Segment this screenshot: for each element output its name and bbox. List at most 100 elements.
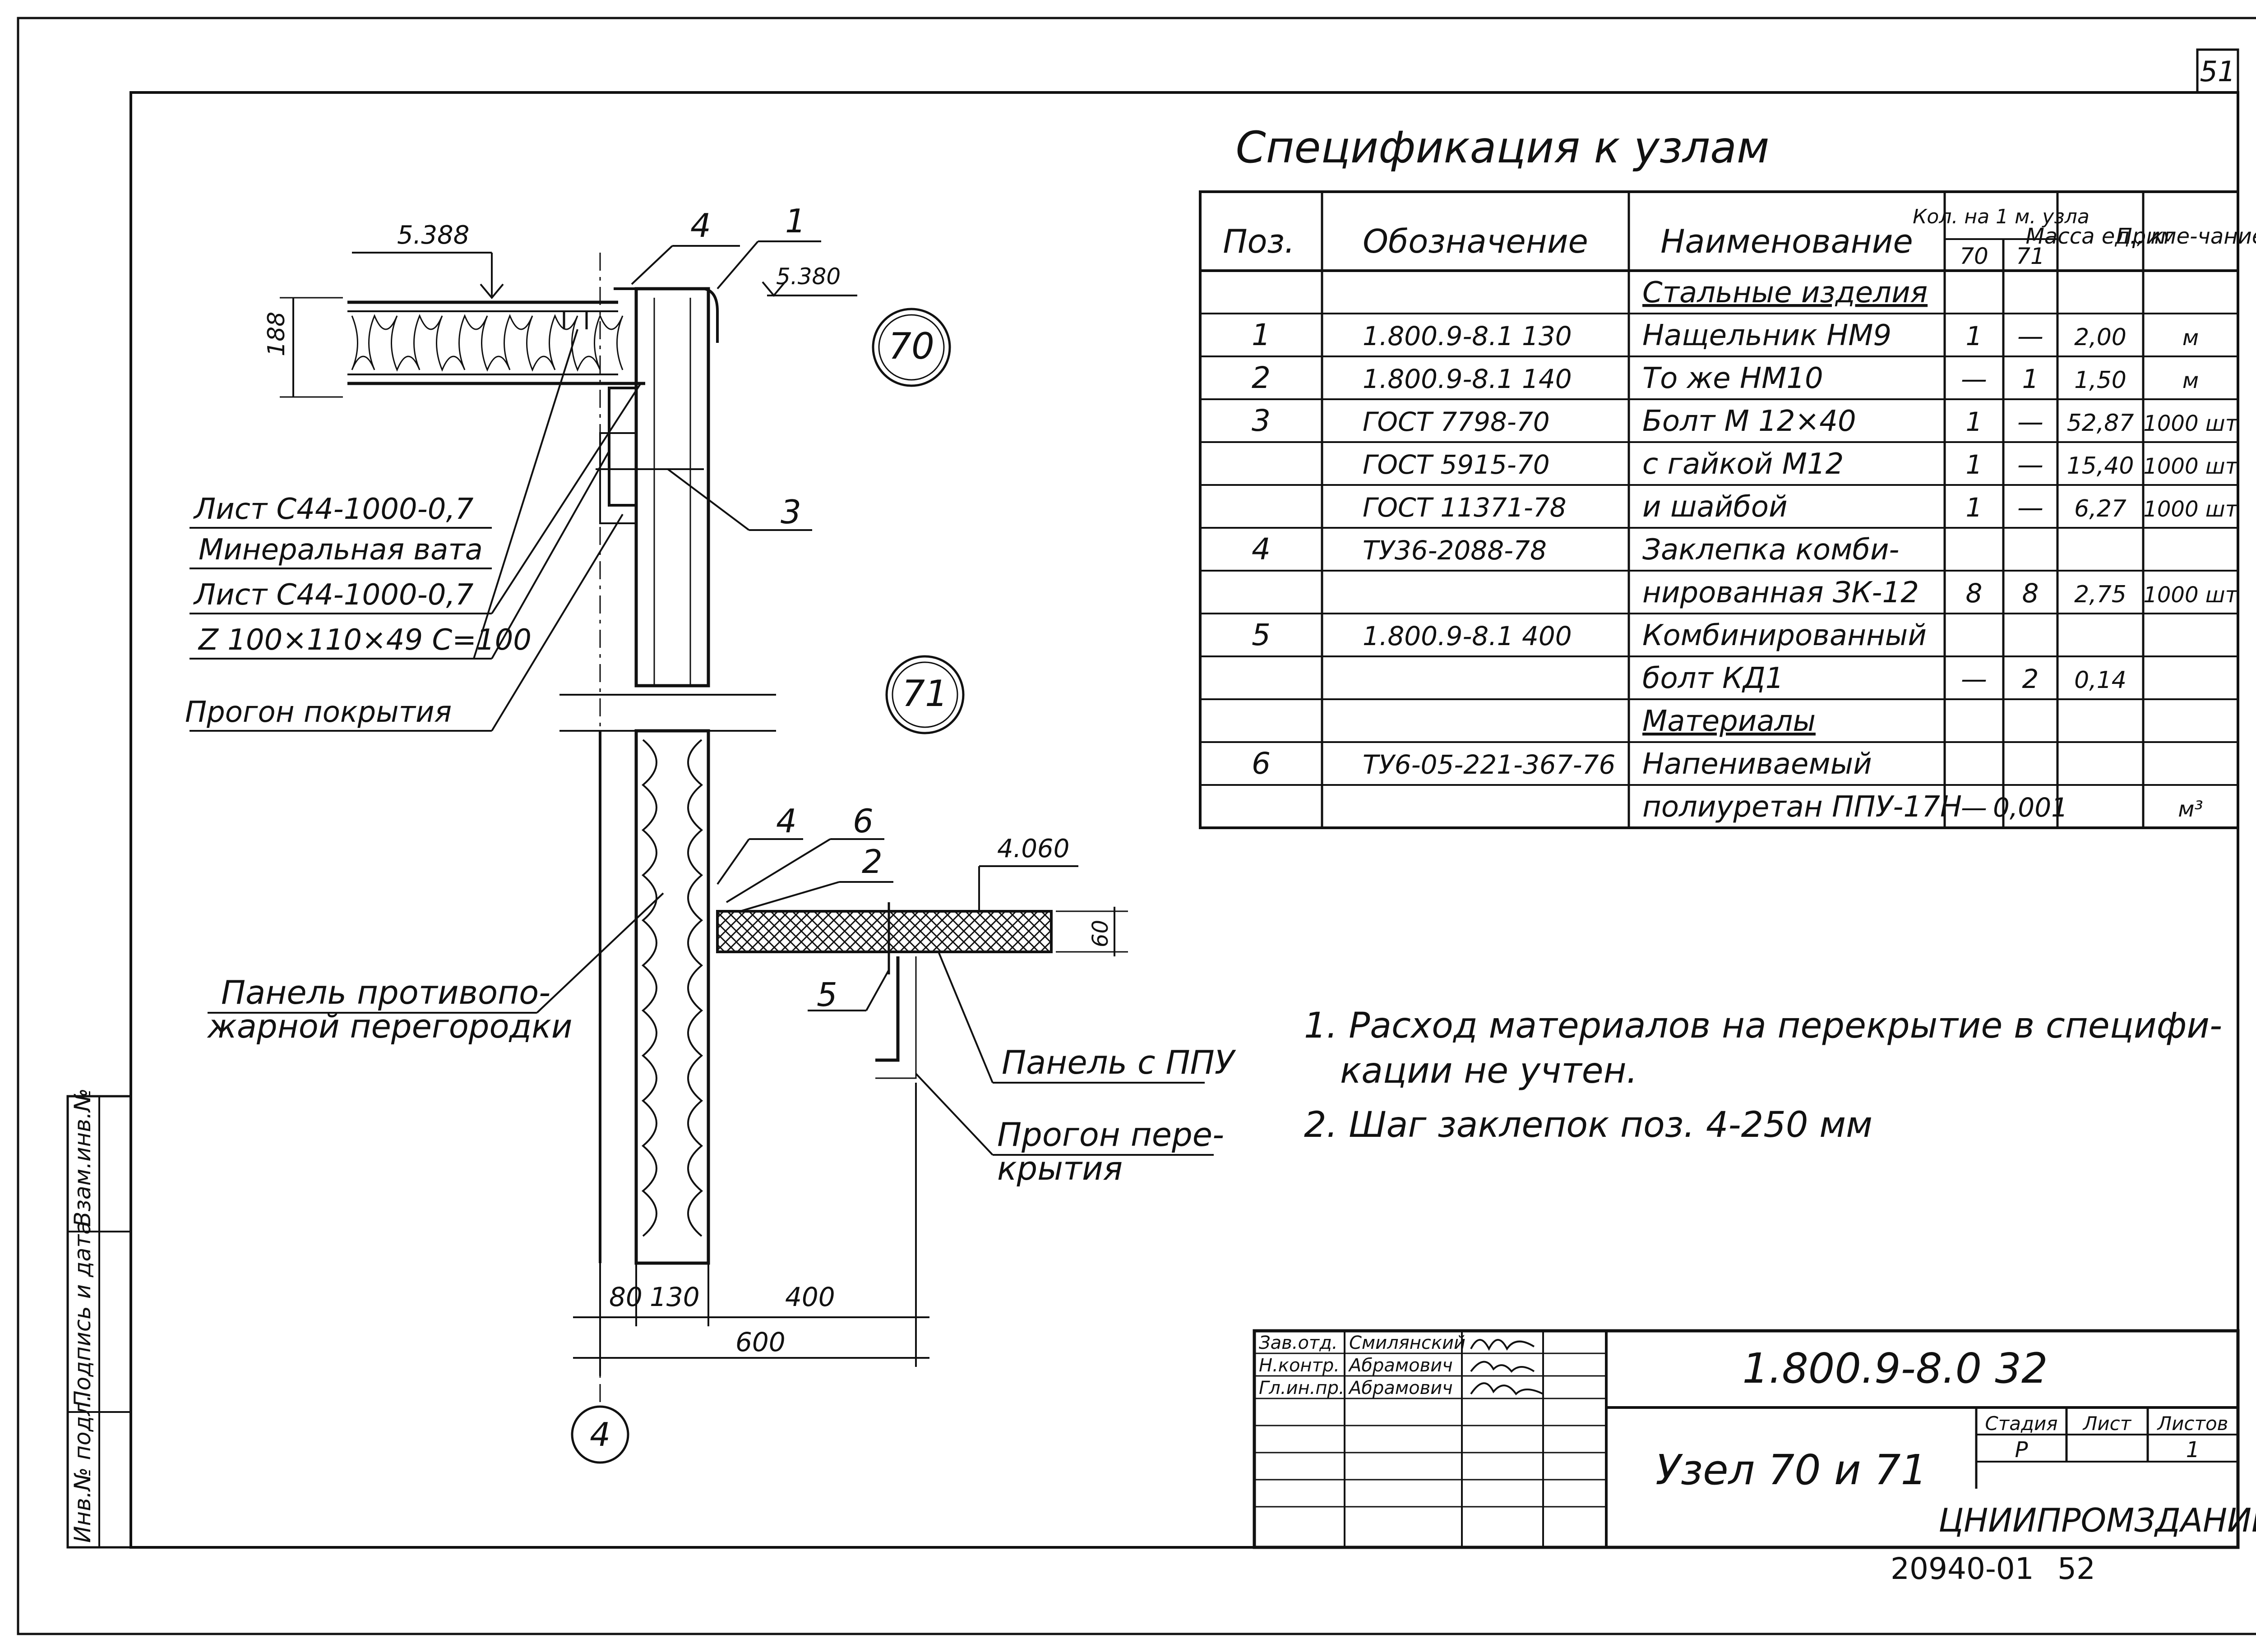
sheet-outer-border [17, 17, 2256, 1635]
signature-1 [1470, 1339, 1535, 1351]
spec-cell-q71: — [2017, 321, 2043, 351]
spec-cell-q71: 1 [2022, 364, 2039, 394]
spec-cell-pos: 4 [1252, 532, 1271, 567]
tb-role-2: Н.контр. [1259, 1355, 1340, 1376]
spec-cell-designation: ТУ6-05-221-367-76 [1363, 749, 1615, 780]
spec-cell-pos: 2 [1252, 360, 1271, 395]
spec-cell-note: м [2182, 368, 2199, 393]
spec-cell-mass: 1,50 [2074, 367, 2127, 394]
tb-code: 1.800.9-8.0 32 [1743, 1344, 2048, 1393]
pos-1: 1 [785, 202, 806, 240]
leader-label: Z 100×110×49 C=100 [198, 623, 532, 657]
spec-cell-note: 1000 шт [2143, 454, 2238, 479]
level-5380: 5.380 [776, 263, 841, 290]
side-stamp: Инв.№ подл. Подпись и дата Взам.инв.№ [66, 1088, 132, 1549]
note-line-1: 1. Расход материалов на перекрытие в спе… [1304, 1006, 2222, 1046]
partition-label-1: Панель противопо- [221, 974, 550, 1011]
th-pos: Поз. [1223, 222, 1294, 260]
spec-cell-mass: 2,75 [2074, 581, 2127, 608]
spec-cell-name: и шайбой [1642, 490, 1788, 524]
spec-cell-name: Болт М 12×40 [1642, 405, 1856, 438]
ppu-panel-label: Панель с ППУ [1002, 1043, 1236, 1081]
spec-cell-q70: 1 [1966, 492, 1983, 523]
spec-cell-q71: 0,001 [1993, 792, 2068, 823]
dim-600: 600 [735, 1327, 786, 1357]
spec-cell-designation: ГОСТ 11371-78 [1363, 492, 1567, 523]
pos-5: 5 [817, 976, 837, 1014]
spec-cell-mass: 6,27 [2074, 495, 2127, 522]
spec-cell-name: с гайкой М12 [1642, 448, 1844, 481]
spec-cell-q71: 2 [2022, 664, 2039, 694]
spec-cell-name: Материалы [1642, 705, 1816, 738]
pos-4-floor: 4 [776, 802, 797, 840]
ppu-panel-section [716, 910, 1053, 953]
sheet-number-box [2196, 48, 2239, 94]
tb-sheet-label: Лист [2082, 1412, 2132, 1435]
spec-title: Спецификация к узлам [1236, 122, 1770, 173]
spec-cell-note: 1000 шт [2143, 411, 2238, 436]
spec-table [1199, 190, 2239, 829]
spec-cell-designation: ТУ36-2088-78 [1363, 535, 1547, 566]
axis-label: 4 [590, 1416, 610, 1454]
tb-title: Узел 70 и 71 [1655, 1446, 1927, 1494]
spec-cell-mass: 0,14 [2074, 667, 2127, 694]
spec-cell-name: То же НМ10 [1642, 362, 1823, 395]
archive-page: 52 [2057, 1551, 2095, 1586]
spec-cell-name: болт КД1 [1642, 662, 1784, 695]
node-71-drawing: 4.060 60 71 4 6 2 5 Панель противопо- жа… [207, 253, 1236, 1464]
spec-cell-pos: 6 [1252, 746, 1271, 781]
spec-cell-name: нированная ЗК-12 [1642, 576, 1919, 609]
spec-cell-name: Стальные изделия [1642, 276, 1928, 309]
th-qty71: 71 [2016, 243, 2045, 269]
tb-name-2: Абрамович [1348, 1355, 1453, 1376]
spec-cell-designation: ГОСТ 5915-70 [1363, 449, 1550, 480]
spec-cell-designation: ГОСТ 7798-70 [1363, 406, 1550, 437]
th-qty70: 70 [1960, 243, 1988, 269]
archive-number: 20940-01 [1891, 1551, 2034, 1586]
title-block [1253, 1329, 2240, 1549]
spec-cell-mass: 15,40 [2067, 452, 2134, 480]
spec-cell-note: м [2182, 325, 2199, 351]
notes: 1. Расход материалов на перекрытие в спе… [1304, 1006, 2222, 1145]
spec-cell-designation: 1.800.9-8.1 140 [1363, 364, 1572, 394]
pos-6: 6 [853, 802, 874, 840]
tb-name-3: Абрамович [1348, 1378, 1453, 1398]
dim-188: 188 [263, 312, 290, 356]
node-71-label: 71 [902, 673, 948, 715]
spec-cell-pos: 5 [1252, 618, 1271, 652]
spec-cell-pos: 1 [1252, 318, 1271, 352]
pos-4-top: 4 [690, 207, 711, 245]
spec-cell-designation: 1.800.9-8.1 130 [1363, 321, 1572, 351]
leader-label: Прогон покрытия [185, 696, 452, 729]
tb-stage: Р [2015, 1437, 2028, 1463]
level-4060: 4.060 [997, 834, 1069, 863]
pos-3: 3 [781, 493, 801, 531]
dim-400: 400 [785, 1282, 835, 1312]
level-5388: 5.388 [397, 221, 469, 250]
spec-cell-name: Заклепка комби- [1642, 533, 1900, 567]
leader-label: Лист С44-1000-0,7 [193, 578, 474, 612]
spec-cell-note: 1000 шт [2143, 497, 2238, 522]
spec-cell-q70: 1 [1966, 321, 1983, 351]
th-designation: Обозначение [1363, 222, 1588, 260]
tb-name-1: Смилянский [1349, 1333, 1465, 1353]
tb-org: ЦНИИПРОМЗДАНИЙ [1938, 1501, 2256, 1539]
side-stamp-sign: Подпись и дата [69, 1221, 96, 1407]
dim-130: 130 [650, 1282, 700, 1312]
spec-cell-q70: — [1961, 792, 1987, 823]
tb-role-3: Гл.ин.пр. [1259, 1378, 1345, 1398]
spec-rows: Стальные изделия 1 1.800.9-8.1 130 Нащельни… [1252, 276, 2239, 824]
tb-role-1: Зав.отд. [1259, 1333, 1338, 1353]
spec-cell-q70: — [1961, 364, 1987, 394]
spec-cell-name: полиуретан ППУ-17Н [1642, 790, 1962, 824]
spec-cell-mass: 2,00 [2074, 324, 2127, 351]
spec-cell-name: Нащельник НМ9 [1642, 319, 1891, 352]
side-stamp-inv: Инв.№ подл. [69, 1394, 96, 1543]
node-70-drawing: 188 5.388 5.380 70 4 1 [185, 202, 951, 732]
signature-2 [1470, 1361, 1535, 1373]
dim-60: 60 [1088, 920, 1113, 947]
dim-80: 80 [609, 1282, 643, 1312]
node-70-label: 70 [888, 325, 934, 367]
sheet-number: 51 [2200, 55, 2236, 88]
purlin-floor-label-1: Прогон пере- [997, 1116, 1224, 1154]
